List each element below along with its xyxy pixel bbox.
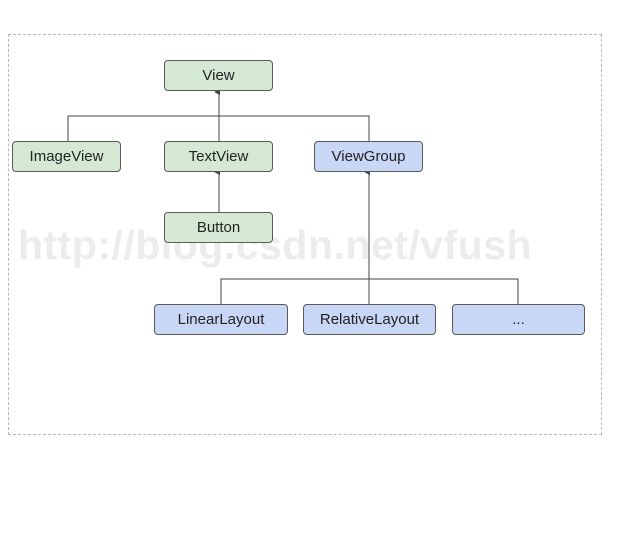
- node-viewgroup: ViewGroup: [314, 141, 423, 172]
- node-more: ...: [452, 304, 585, 335]
- node-linearlayout: LinearLayout: [154, 304, 288, 335]
- node-relativelayout: RelativeLayout: [303, 304, 436, 335]
- node-imageview: ImageView: [12, 141, 121, 172]
- diagram-frame: [8, 34, 602, 435]
- node-view: View: [164, 60, 273, 91]
- node-button: Button: [164, 212, 273, 243]
- node-textview: TextView: [164, 141, 273, 172]
- watermark-text: http://blog.csdn.net/vfush: [18, 222, 533, 268]
